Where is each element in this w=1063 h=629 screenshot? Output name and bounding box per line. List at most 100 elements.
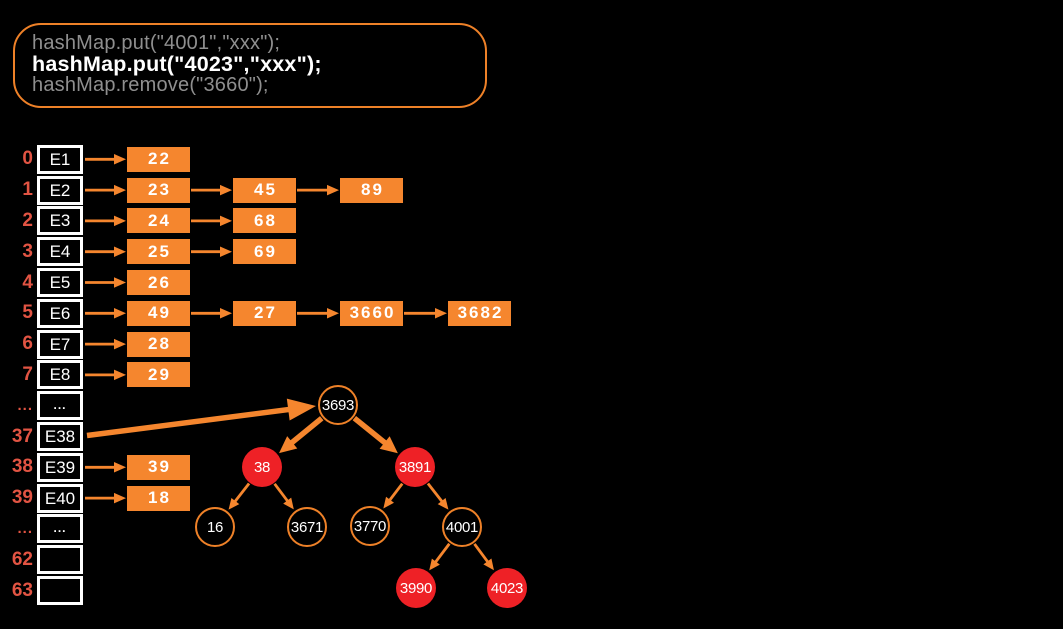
- bucket-index-63: 63: [11, 579, 33, 601]
- arrow-head: [114, 492, 126, 504]
- list-node-49: 49: [127, 300, 190, 326]
- bucket-cell-E8: E8: [37, 360, 83, 390]
- arrow-head: [327, 308, 339, 319]
- bucket-cell-E2: E2: [37, 175, 83, 205]
- arrow-head: [114, 338, 126, 350]
- bucket-cell-E4: E4: [37, 237, 83, 267]
- bucket-ellipsis: ...: [53, 521, 67, 536]
- bucket-cell-E40: E40: [37, 483, 83, 513]
- bucket-index-6: 6: [22, 333, 33, 355]
- arrow-line: [473, 543, 490, 564]
- arrow-head: [220, 184, 232, 196]
- bucket-label: E8: [49, 365, 71, 385]
- arrow-head: [220, 308, 232, 319]
- arrow-head: [286, 398, 316, 421]
- bucket-cell-E1: E1: [37, 144, 83, 174]
- bucket-label: E39: [44, 457, 76, 477]
- arrow-head: [383, 496, 394, 509]
- bucket-index-3: 3: [22, 240, 33, 262]
- bucket-index-38: 38: [11, 456, 33, 478]
- bucket-label: E38: [44, 427, 76, 446]
- code-line-1: hashMap.put("4001","xxx");: [32, 32, 281, 54]
- tree-node-3693: 3693: [318, 385, 358, 425]
- bucket-index-39: 39: [11, 487, 33, 509]
- arrow-head: [327, 184, 339, 196]
- arrow-line: [426, 482, 444, 504]
- arrow-head: [483, 558, 494, 571]
- arrow-head: [435, 308, 447, 319]
- arrow-line: [288, 416, 324, 446]
- arrow-line: [352, 416, 388, 446]
- arrow-head: [379, 436, 398, 454]
- list-node-26: 26: [127, 270, 190, 295]
- arrow-head: [283, 497, 294, 510]
- arrow-head: [220, 215, 232, 227]
- arrow-line: [273, 482, 290, 504]
- tree-node-16: 16: [195, 507, 235, 547]
- bucket-ellipsis: ...: [53, 398, 67, 413]
- arrow-head: [114, 462, 126, 473]
- bucket-label: E1: [49, 149, 71, 169]
- list-node-3682: 3682: [448, 300, 511, 326]
- bucket-index-37: 37: [11, 425, 33, 447]
- list-node-3660: 3660: [340, 300, 403, 326]
- arrow-line: [86, 406, 291, 439]
- list-node-45: 45: [233, 177, 296, 203]
- arrow-head: [114, 184, 126, 196]
- list-node-27: 27: [233, 300, 296, 326]
- bucket-cell-E5: E5: [37, 268, 83, 297]
- bucket-cell-62: [37, 545, 83, 575]
- list-node-39: 39: [127, 454, 190, 480]
- bucket-index-5: 5: [22, 302, 33, 324]
- bucket-cell-E38: E38: [37, 422, 83, 451]
- bucket-label: E40: [44, 488, 76, 508]
- code-line-2: hashMap.put("4023","xxx");: [32, 52, 322, 76]
- bucket-label: E5: [49, 273, 71, 292]
- bucket-cell-...: ...: [37, 514, 83, 544]
- arrow-head: [114, 215, 126, 227]
- code-box: hashMap.put("4001","xxx"); hashMap.put("…: [13, 23, 487, 108]
- arrow-head: [114, 369, 126, 381]
- bucket-cell-E7: E7: [37, 329, 83, 359]
- arrow-line: [233, 482, 251, 504]
- tree-node-4001: 4001: [442, 507, 482, 547]
- list-node-24: 24: [127, 208, 190, 234]
- arrow-line: [433, 542, 451, 565]
- bucket-cell-E3: E3: [37, 206, 83, 236]
- bucket-index-4: 4: [22, 271, 33, 293]
- code-line-3: hashMap.remove("3660");: [32, 74, 269, 96]
- bucket-cell-E6: E6: [37, 298, 83, 328]
- arrow-head: [220, 246, 232, 257]
- list-node-22: 22: [127, 146, 190, 172]
- bucket-label: E4: [49, 242, 71, 262]
- list-node-25: 25: [127, 239, 190, 265]
- arrow-head: [228, 497, 240, 510]
- bucket-index-1: 1: [22, 179, 33, 201]
- bucket-index-...: ...: [17, 519, 33, 537]
- bucket-label: E2: [49, 180, 71, 200]
- bucket-label: E7: [49, 334, 71, 354]
- arrow-head: [114, 154, 126, 165]
- bucket-index-62: 62: [11, 548, 33, 570]
- list-node-29: 29: [127, 362, 190, 388]
- tree-node-3671: 3671: [287, 507, 327, 547]
- arrow-head: [114, 308, 126, 319]
- bucket-index-0: 0: [22, 148, 33, 170]
- arrow-head: [429, 558, 440, 571]
- list-node-89: 89: [340, 177, 403, 203]
- list-node-68: 68: [233, 208, 296, 234]
- arrow-head: [437, 497, 449, 510]
- bucket-label: E3: [49, 211, 71, 231]
- list-node-23: 23: [127, 177, 190, 203]
- bucket-index-7: 7: [22, 363, 33, 385]
- tree-node-3891: 3891: [395, 447, 435, 487]
- bucket-index-...: ...: [17, 396, 33, 414]
- tree-node-3990: 3990: [396, 568, 436, 608]
- tree-node-4023: 4023: [487, 568, 527, 608]
- arrow-head: [279, 436, 298, 454]
- bucket-cell-E39: E39: [37, 452, 83, 482]
- arrow-head: [114, 277, 126, 288]
- list-node-18: 18: [127, 485, 190, 511]
- arrow-line: [387, 482, 404, 503]
